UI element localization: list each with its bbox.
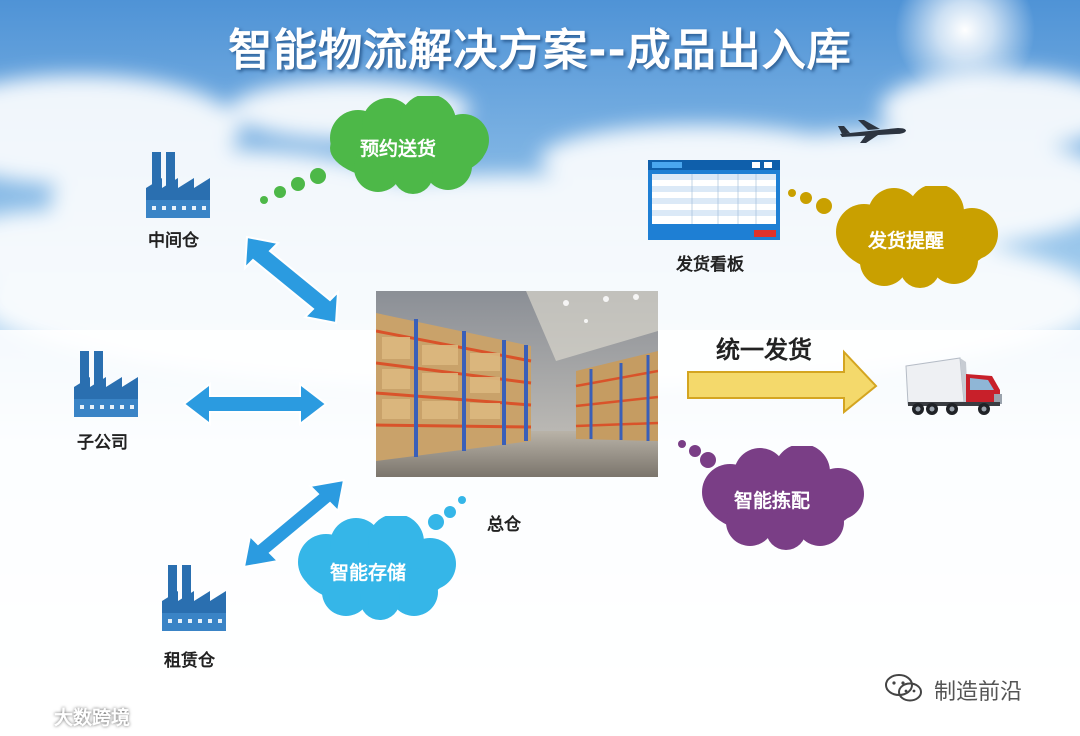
arrow-subsidiary-main <box>182 381 328 427</box>
label-leased-warehouse: 租赁仓 <box>164 651 215 671</box>
label-intermediate-warehouse: 中间仓 <box>148 231 199 251</box>
label-subsidiary: 子公司 <box>77 433 128 453</box>
cloud-shipping-reminder <box>836 186 998 288</box>
factory-icon <box>74 351 138 417</box>
arrow-unified-shipping <box>687 349 878 415</box>
arrow-intermediate-main <box>243 235 340 325</box>
arrow-leased-main <box>242 478 346 569</box>
cloud-smart-picking <box>702 446 864 550</box>
watermark-left: 大数跨境 <box>54 707 131 729</box>
watermark-right: 制造前沿 <box>934 680 1023 705</box>
dashboard-screen-icon <box>648 160 780 240</box>
wechat-icon <box>885 674 922 702</box>
cloud-text-smart-storage: 智能存储 <box>330 562 407 584</box>
brand-logo-icon <box>8 702 54 724</box>
cloud-smart-storage <box>298 516 456 620</box>
factory-icon <box>162 565 226 631</box>
truck-icon <box>905 357 1002 415</box>
cloud-text-appointment-delivery: 预约送货 <box>360 138 437 160</box>
label-dashboard: 发货看板 <box>676 255 744 275</box>
warehouse-photo <box>376 291 658 477</box>
cloud-appointment-delivery <box>330 96 489 194</box>
label-main-warehouse: 总仓 <box>487 515 521 535</box>
cloud-text-shipping-reminder: 发货提醒 <box>868 230 945 252</box>
page-title: 智能物流解决方案--成品出入库 <box>228 25 852 76</box>
airplane-icon <box>838 120 906 143</box>
cloud-text-smart-picking: 智能拣配 <box>734 490 811 512</box>
label-unified-shipping: 统一发货 <box>716 336 812 364</box>
factory-icon <box>146 152 210 218</box>
